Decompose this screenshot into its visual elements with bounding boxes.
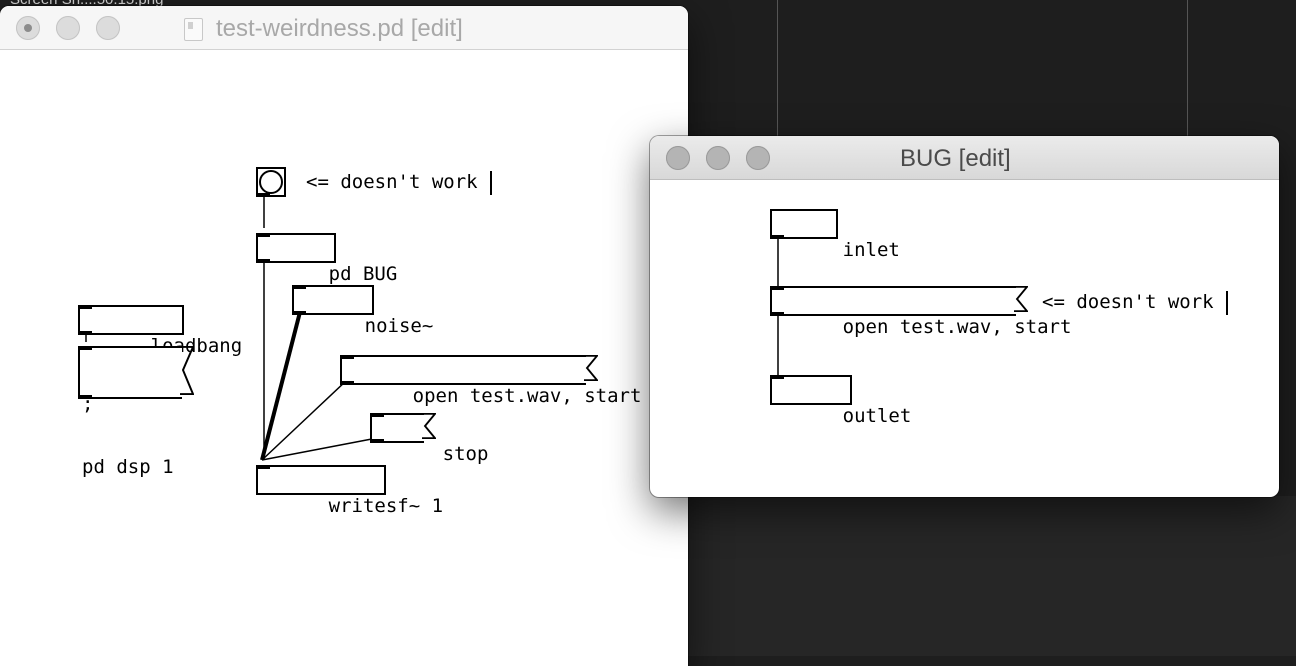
object-label: inlet	[842, 239, 900, 261]
object-inlet[interactable]	[340, 355, 354, 359]
message-flag-icon	[422, 413, 436, 439]
object-outlet[interactable]	[256, 193, 270, 197]
loadbang-object[interactable]: loadbang	[78, 305, 242, 357]
object-outlet[interactable]	[78, 395, 92, 399]
message-line: ;	[82, 393, 94, 415]
message-line: pd dsp 1	[82, 456, 174, 478]
main-patch-window: test-weirdness.pd [edit] <= doesn't work…	[0, 6, 688, 666]
text-caret	[1226, 291, 1228, 315]
object-outlet[interactable]	[770, 235, 784, 239]
object-inlet[interactable]	[78, 346, 92, 350]
comment-doesnt-work[interactable]: <= doesn't work	[306, 171, 478, 193]
bug-subpatch-window: BUG [edit] inlet open test.wav, start <=…	[650, 136, 1279, 497]
background-divider	[1187, 0, 1188, 140]
message-label: stop	[442, 443, 489, 465]
message-flag-icon	[1014, 286, 1028, 312]
message-label: open test.wav, start	[412, 385, 642, 407]
object-label: writesf~ 1	[328, 495, 444, 517]
subpatch-window-titlebar[interactable]: BUG [edit]	[650, 136, 1279, 180]
background-panel	[688, 496, 1296, 656]
text-caret	[490, 171, 492, 195]
dsp-message-box[interactable]: ; pd dsp 1	[78, 346, 194, 478]
background-divider	[777, 0, 778, 140]
outlet-object[interactable]: outlet	[770, 375, 911, 427]
object-outlet[interactable]	[770, 312, 784, 316]
zoom-button[interactable]	[96, 16, 120, 40]
object-inlet[interactable]	[370, 413, 384, 417]
desktop-file-label: Screen Sh....50.15.png	[10, 0, 163, 8]
minimize-button[interactable]	[706, 146, 730, 170]
main-window-titlebar[interactable]: test-weirdness.pd [edit]	[0, 6, 688, 50]
noise-object[interactable]: noise~	[292, 285, 433, 337]
object-inlet[interactable]	[770, 286, 784, 290]
pd-bug-subpatch[interactable]: pd BUG	[256, 233, 397, 285]
close-button[interactable]	[16, 16, 40, 40]
object-inlet[interactable]	[292, 285, 306, 289]
bang-button[interactable]	[256, 167, 286, 197]
object-outlet[interactable]	[256, 259, 270, 263]
object-outlet[interactable]	[78, 331, 92, 335]
open-message-box[interactable]: open test.wav, start	[340, 355, 641, 407]
close-button[interactable]	[666, 146, 690, 170]
object-outlet[interactable]	[370, 439, 384, 443]
zoom-button[interactable]	[746, 146, 770, 170]
document-icon	[184, 18, 203, 41]
message-flag-icon	[584, 355, 598, 381]
object-inlet[interactable]	[256, 465, 270, 469]
patch-canvas[interactable]: <= doesn't work pd BUG noise~ loadbang ;…	[0, 50, 688, 666]
minimize-button[interactable]	[56, 16, 80, 40]
object-outlet[interactable]	[292, 311, 306, 315]
inlet-object[interactable]: inlet	[770, 209, 900, 261]
window-title: test-weirdness.pd [edit]	[216, 15, 463, 42]
window-title: BUG [edit]	[900, 145, 1011, 172]
object-outlet[interactable]	[340, 381, 354, 385]
object-label: pd BUG	[328, 263, 398, 285]
object-label: outlet	[842, 405, 912, 427]
comment-doesnt-work[interactable]: <= doesn't work	[1042, 291, 1214, 313]
stop-message-box[interactable]: stop	[370, 413, 488, 465]
object-inlet[interactable]	[78, 305, 92, 309]
object-inlet[interactable]	[770, 375, 784, 379]
object-label: noise~	[364, 315, 434, 337]
message-label: open test.wav, start	[842, 316, 1072, 338]
patch-canvas[interactable]: inlet open test.wav, start <= doesn't wo…	[650, 180, 1279, 497]
open-message-box[interactable]: open test.wav, start	[770, 286, 1071, 338]
bang-circle-icon	[259, 170, 283, 194]
writesf-object[interactable]: writesf~ 1	[256, 465, 443, 517]
object-inlet[interactable]	[256, 233, 270, 237]
